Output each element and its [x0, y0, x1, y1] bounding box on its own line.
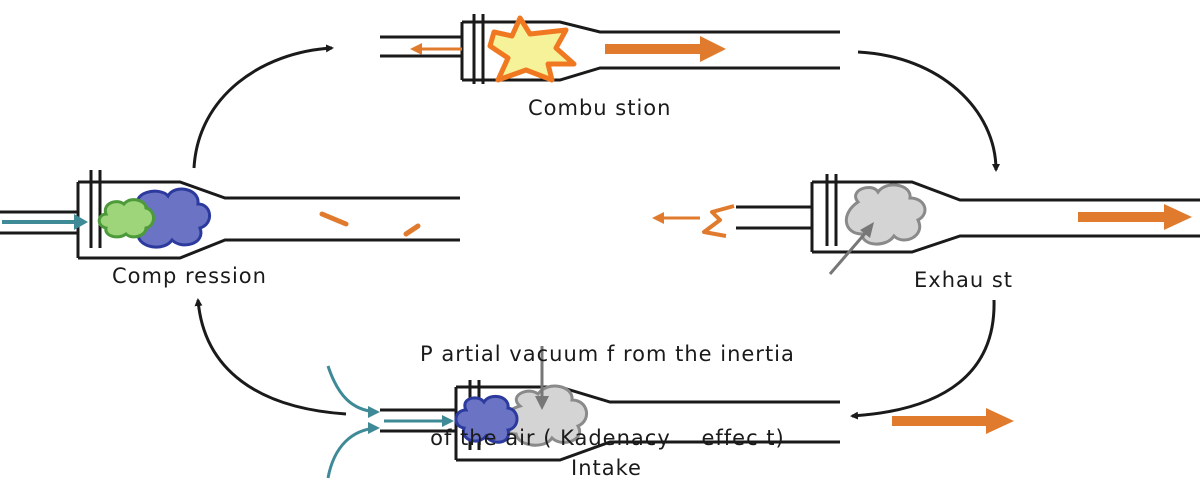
explosion-icon [487, 15, 577, 83]
combustion-label: Combu stion [528, 96, 672, 120]
reverse-spark-icon [702, 204, 735, 238]
vacuum-pointer-head [860, 222, 874, 238]
intake-label: Intake [571, 456, 642, 480]
cycle-arrow-compression-to-combustion [192, 44, 334, 169]
air-intake-curve-bottom [326, 426, 377, 479]
air-intake-curve-top [326, 365, 377, 414]
intake-air-arrow-head [74, 214, 88, 230]
reverse-flow-arrow-head [652, 212, 664, 224]
vacuum-pointer [828, 229, 870, 275]
intake-stage [326, 346, 1014, 479]
residual-gas-cloud [502, 384, 588, 447]
air-intake-curve-bottom-head [368, 422, 380, 434]
residual-exhaust-dash-1 [319, 211, 349, 227]
intake-inflow-arrow-head [442, 415, 454, 427]
fresh-charge-cloud [454, 394, 519, 444]
exhaust-flow-arrow-shaft [605, 44, 705, 54]
air-intake-curve-top-head [368, 406, 380, 418]
outflow-arrow-head [986, 408, 1014, 434]
exhaust-label: Exhau st [914, 268, 1014, 292]
cycle-arrow-intake-to-compression [194, 298, 347, 416]
exhaust-flow-arrow-head [700, 36, 726, 62]
cycle-arrows [192, 44, 1000, 420]
exhaust-out-arrow-shaft [1078, 212, 1168, 222]
exhaust-cylinder [736, 174, 1200, 254]
compression-stage [0, 170, 460, 260]
fresh-air-cloud [97, 198, 155, 239]
compression-label: Comp ression [112, 264, 267, 288]
exhaust-out-arrow-head [1164, 204, 1192, 230]
cycle-arrow-combustion-to-exhaust [857, 50, 1000, 172]
cycle-arrow-exhaust-to-intake [850, 299, 996, 420]
exhaust-gas-cloud [845, 183, 927, 246]
compression-cylinder [0, 170, 460, 260]
note-pointer-head [535, 396, 549, 410]
residual-exhaust-dash-2 [403, 223, 421, 237]
backflow-arrow-head [410, 43, 422, 55]
exhaust-stage [652, 174, 1200, 275]
kadenacy-note-line-1: P artial vacuum f rom the inertia [420, 342, 795, 366]
kadenacy-note-line-2: of the air ( Kadenacy effec t) [430, 426, 785, 450]
combustion-stage [380, 14, 840, 84]
kadenacy-note: P artial vacuum f rom the inertia of the… [420, 284, 795, 480]
combustion-cylinder [380, 14, 840, 84]
outflow-arrow-shaft [892, 416, 988, 426]
